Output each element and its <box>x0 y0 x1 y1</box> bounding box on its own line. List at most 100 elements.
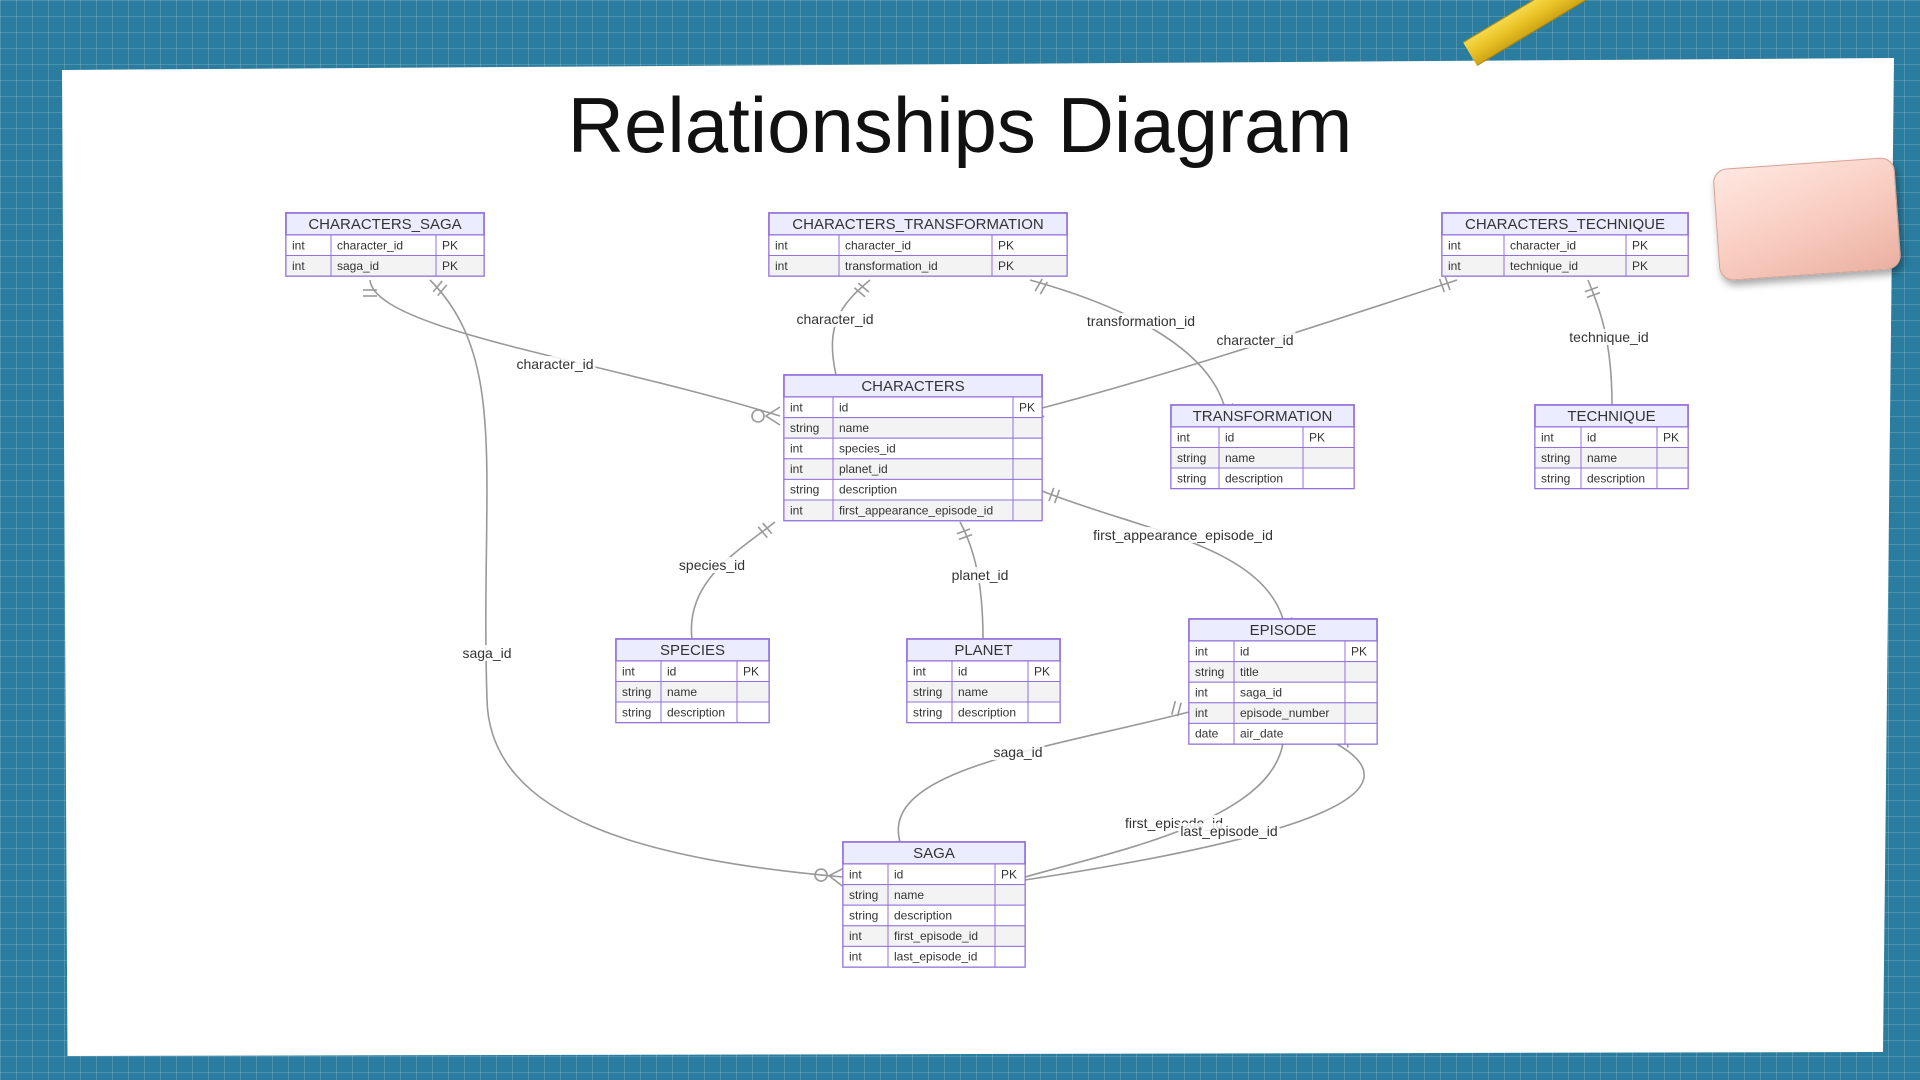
entity-cell: PK <box>442 259 458 273</box>
one-marker <box>956 528 973 541</box>
entity-title: SAGA <box>913 845 955 862</box>
entity-cell: string <box>790 421 819 435</box>
one-marker <box>432 280 448 297</box>
entity-title: CHARACTERS_TECHNIQUE <box>1465 216 1665 233</box>
entity-title: EPISODE <box>1250 622 1317 639</box>
entity-title: CHARACTERS <box>861 378 964 395</box>
entity-cell: character_id <box>845 238 911 252</box>
entity-cell: int <box>292 259 305 273</box>
entity-cell: string <box>849 909 878 923</box>
entity-cell: PK <box>1632 238 1648 252</box>
entity-cell: id <box>667 664 676 678</box>
one-marker <box>1170 700 1182 717</box>
entity-cell: id <box>894 867 903 881</box>
entity-cell: first_episode_id <box>894 929 978 943</box>
relationship-label: character_id <box>1216 332 1293 348</box>
entity-cell: id <box>1587 430 1596 444</box>
relationship-cs_saga <box>429 279 845 887</box>
entity-cell: technique_id <box>1510 259 1578 273</box>
entity-cell: PK <box>1632 259 1648 273</box>
entity-title: TECHNIQUE <box>1567 408 1655 425</box>
entity-cell: string <box>913 685 942 699</box>
diagram-title: Relationships Diagram <box>567 81 1353 169</box>
entity-cell: string <box>913 705 942 719</box>
entity-cell: description <box>958 705 1016 719</box>
entity-cell: int <box>849 950 862 964</box>
entity-cell: PK <box>1309 430 1325 444</box>
entity-cell: string <box>1177 471 1206 485</box>
entity-cell: string <box>1195 665 1224 679</box>
relationship-label: character_id <box>796 311 873 327</box>
entity-cell: PK <box>998 259 1014 273</box>
entity-cell: last_episode_id <box>894 950 977 964</box>
one-marker <box>1584 286 1601 299</box>
one-marker <box>853 282 870 298</box>
entity-cell: string <box>622 705 651 719</box>
entity-cell: PK <box>442 238 458 252</box>
relationship-cq_char <box>1013 276 1458 421</box>
relationship-label: last_episode_id <box>1180 823 1277 839</box>
entity-cell: air_date <box>1240 727 1284 741</box>
entity-cell: PK <box>1001 867 1017 881</box>
zero-many-marker <box>814 867 845 887</box>
entity-cell: int <box>1448 259 1461 273</box>
entity-cell: name <box>958 685 988 699</box>
relationship-label: transformation_id <box>1087 313 1195 329</box>
entity-title: SPECIES <box>660 642 725 659</box>
entity-cell: PK <box>1663 430 1679 444</box>
entity-cell: character_id <box>337 238 403 252</box>
entity-cell: name <box>894 888 924 902</box>
entity-cell: int <box>1195 686 1208 700</box>
entity-cell: name <box>667 685 697 699</box>
relationship-label: technique_id <box>1569 329 1648 345</box>
relationship-label: species_id <box>679 557 745 573</box>
entity-cell: int <box>790 442 803 456</box>
entity-cell: id <box>958 664 967 678</box>
entity-cell: saga_id <box>337 259 379 273</box>
entity-cell: saga_id <box>1240 686 1282 700</box>
one-marker <box>363 289 377 297</box>
entity-cell: int <box>849 929 862 943</box>
entity-cell: PK <box>743 664 759 678</box>
entity-cell: description <box>894 909 952 923</box>
entity-cell: string <box>1541 451 1570 465</box>
entity-cell: int <box>775 259 788 273</box>
entity-title: CHARACTERS_SAGA <box>308 216 461 233</box>
entity-cell: string <box>849 888 878 902</box>
entity-cell: string <box>622 685 651 699</box>
entity-cell: int <box>913 664 926 678</box>
entity-saga: SAGA int id PK string name string description in… <box>842 841 1026 968</box>
relationship-cs_char <box>363 279 781 426</box>
entity-cell: first_appearance_episode_id <box>839 503 993 517</box>
entity-cell: int <box>849 867 862 881</box>
entity-cell: int <box>790 462 803 476</box>
entity-cell: int <box>622 664 635 678</box>
entity-cell: int <box>790 400 803 414</box>
entity-title: TRANSFORMATION <box>1193 408 1333 425</box>
entity-cell: id <box>1240 644 1249 658</box>
zero-many-marker <box>751 406 781 426</box>
entity-cell: name <box>1587 451 1617 465</box>
relationship-label: saga_id <box>993 744 1042 760</box>
entity-cell: character_id <box>1510 238 1576 252</box>
entity-cell: int <box>1448 238 1461 252</box>
entity-cell: name <box>839 421 869 435</box>
entity-cell: name <box>1225 451 1255 465</box>
entity-cell: PK <box>1019 400 1035 414</box>
entity-cell: string <box>1177 451 1206 465</box>
entity-cell: int <box>292 238 305 252</box>
entity-cell: planet_id <box>839 462 888 476</box>
entity-cell: id <box>1225 430 1234 444</box>
relationship-label: planet_id <box>952 567 1009 583</box>
entity-cell: species_id <box>839 442 896 456</box>
relationship-label: first_appearance_episode_id <box>1093 527 1273 543</box>
entity-cell: string <box>790 483 819 497</box>
